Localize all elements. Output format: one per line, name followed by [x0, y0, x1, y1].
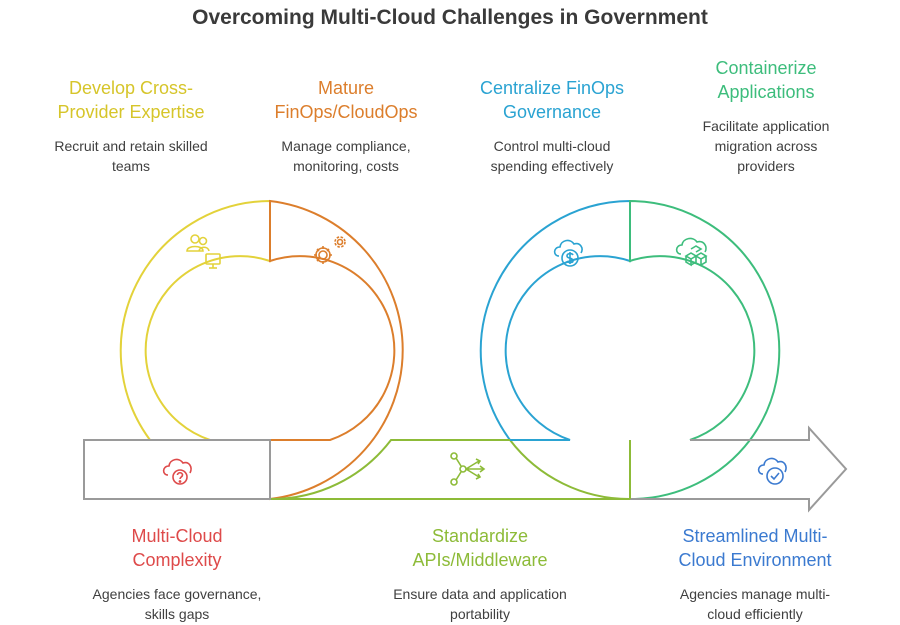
bottom-desc-standardize: Ensure data and application portability: [393, 586, 567, 622]
bottom-title-complexity: Multi-Cloud Complexity: [131, 526, 223, 570]
bottom-title-standardize: Standardize APIs/Middleware: [412, 526, 548, 570]
step-desc-finops: Manage compliance, monitoring, costs: [281, 138, 411, 174]
green-tail-segment: [630, 440, 750, 499]
cloud-check-icon: [757, 457, 787, 485]
network-icon: [450, 452, 486, 486]
green-ring-segment: [629, 199, 781, 441]
end-arrow: [630, 425, 848, 513]
cloud-dollar-icon: [553, 239, 583, 267]
step-title-containerize: Containerize Applications: [715, 58, 817, 102]
page-title: Overcoming Multi-Cloud Challenges in Gov…: [192, 6, 708, 29]
step-title-governance: Centralize FinOps Governance: [479, 78, 625, 122]
cloud-cubes-icon: [675, 237, 708, 267]
cloud-question-icon: [162, 458, 192, 485]
start-box: [83, 439, 271, 500]
bottom-title-streamlined: Streamlined Multi-Cloud Environment: [678, 526, 832, 570]
step-desc-containerize: Facilitate application migration across …: [702, 118, 830, 174]
step-desc-expertise: Recruit and retain skilled teams: [54, 138, 208, 174]
step-title-finops: Mature FinOps/CloudOps: [274, 78, 418, 122]
gears-icon: [314, 236, 346, 264]
user-monitor-icon: [186, 234, 221, 269]
step-title-expertise: Develop Cross-Provider Expertise: [57, 78, 205, 122]
bottom-desc-complexity: Agencies face governance, skills gaps: [92, 586, 262, 622]
bottom-desc-streamlined: Agencies manage multi-cloud efficiently: [679, 586, 831, 622]
blue-ring-segment: [479, 199, 631, 441]
step-desc-governance: Control multi-cloud spending effectively: [490, 138, 614, 174]
yellow-ring-segment: [119, 199, 271, 441]
